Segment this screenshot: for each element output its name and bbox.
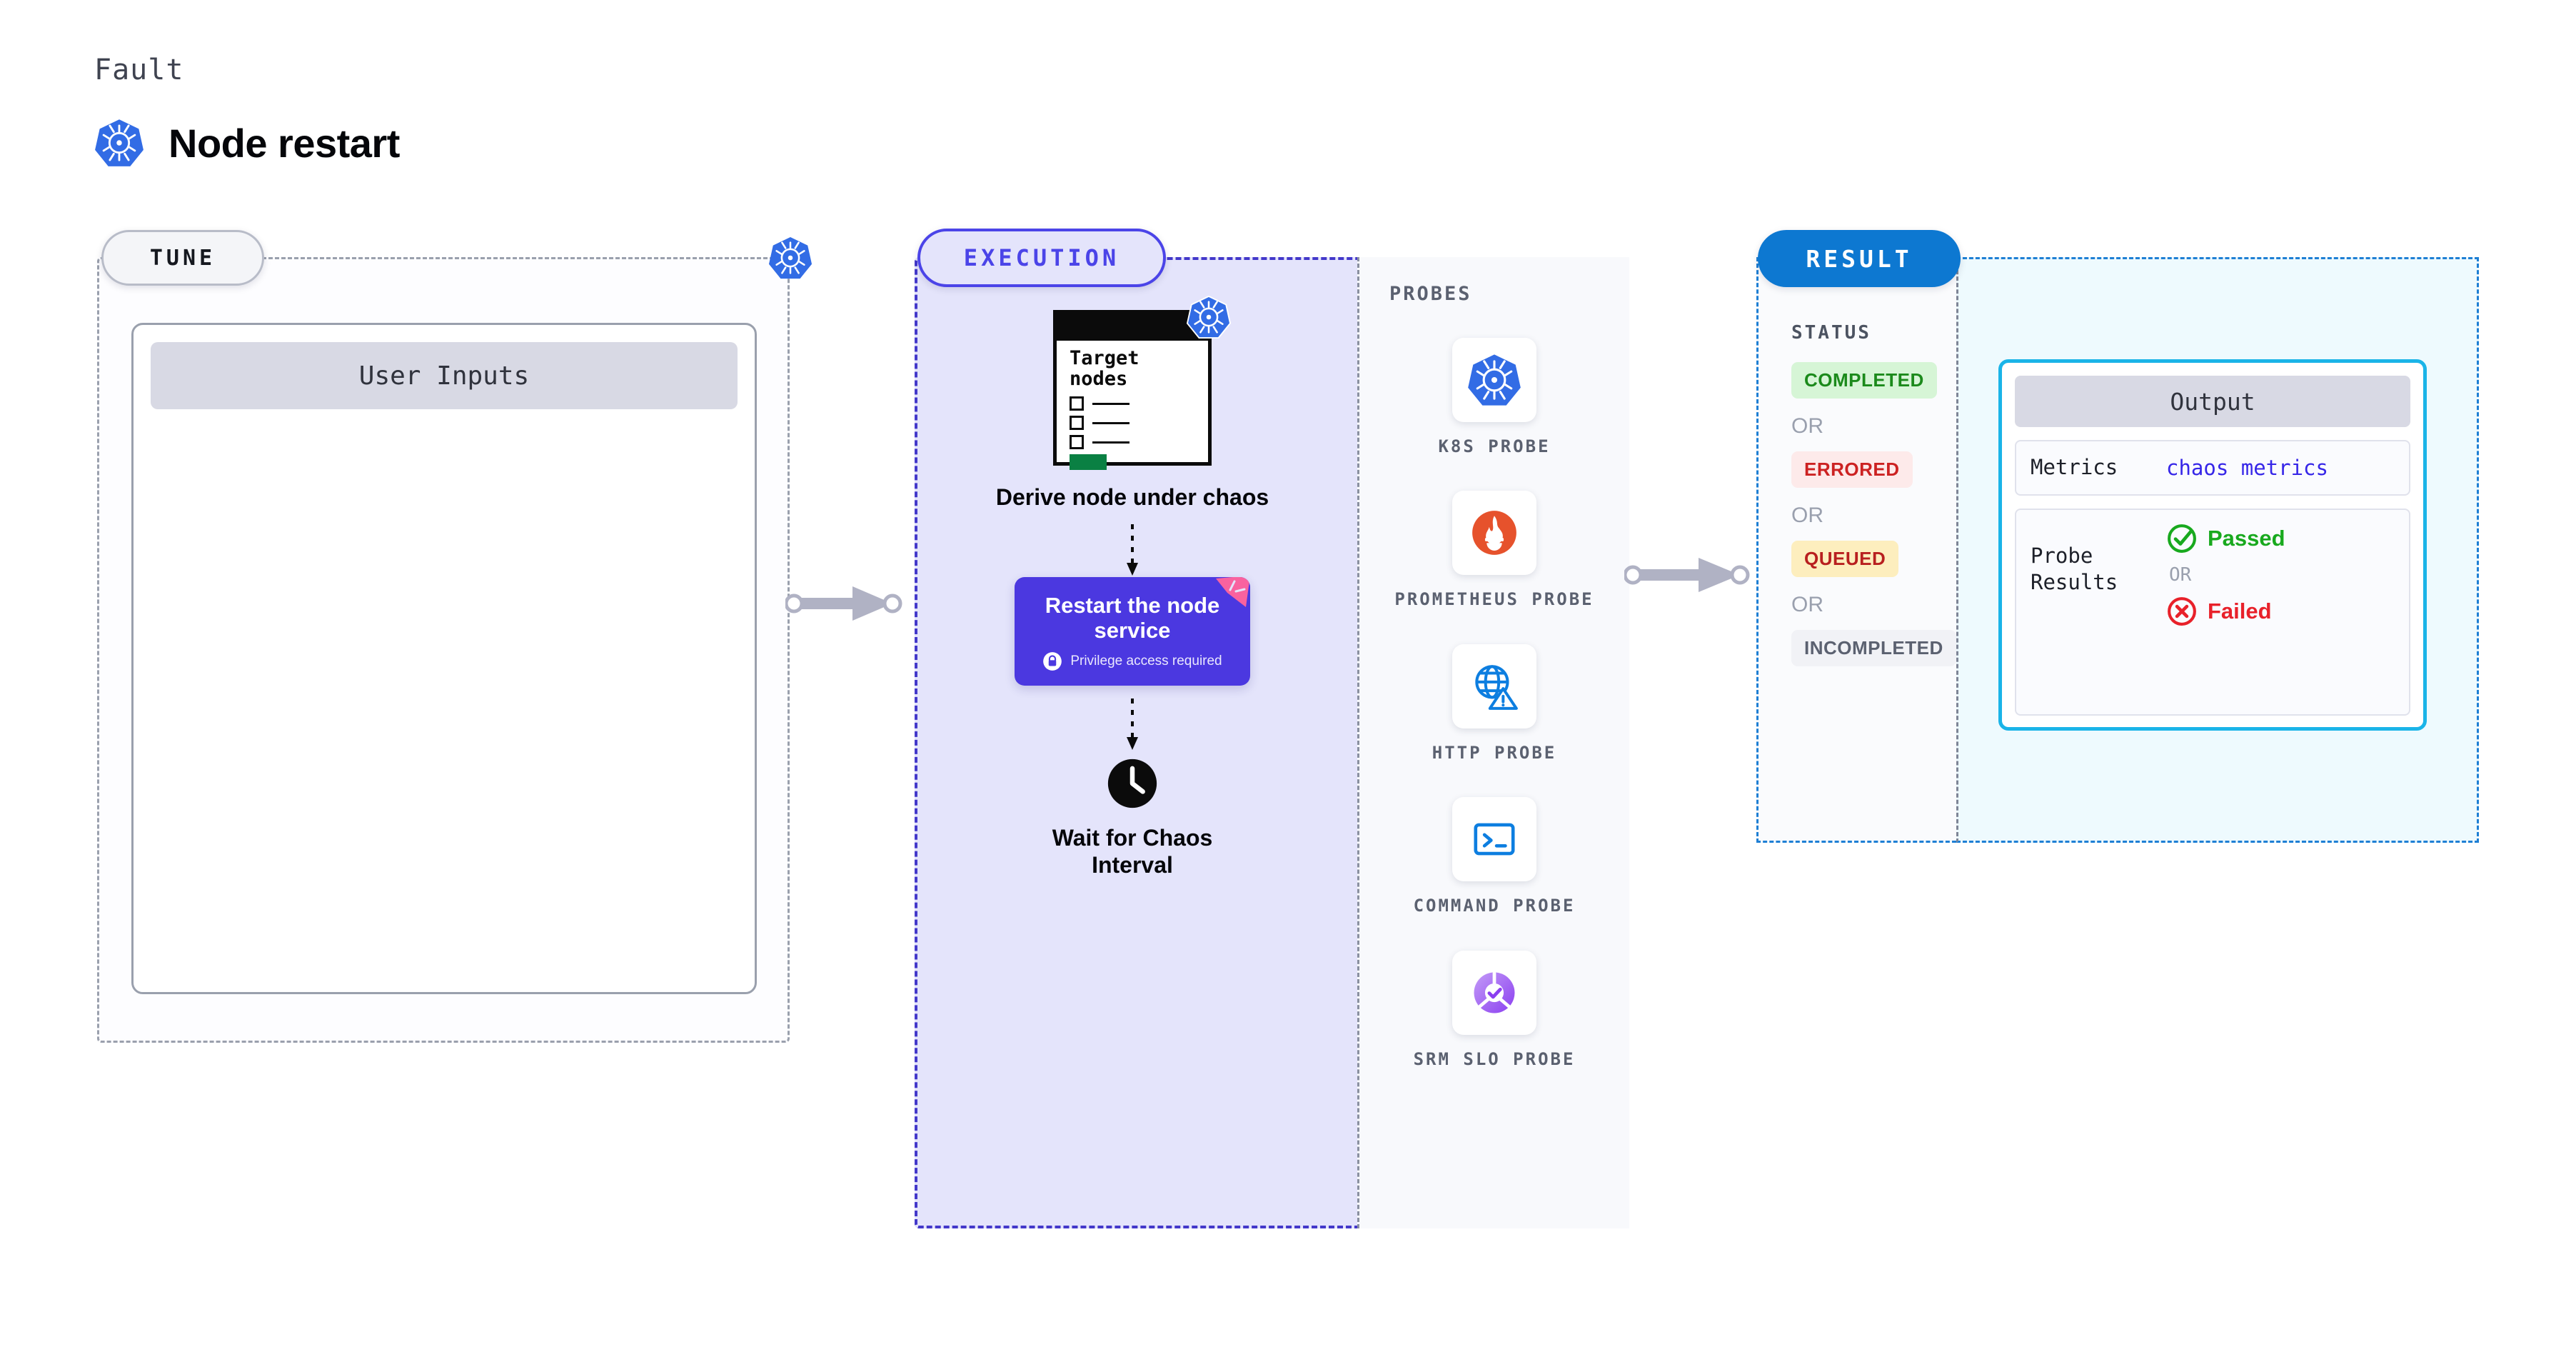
- status-badge-completed: COMPLETED: [1791, 362, 1937, 399]
- step-caption-derive: Derive node under chaos: [995, 484, 1269, 510]
- check-circle-icon: [2168, 524, 2196, 553]
- output-title: Output: [2015, 376, 2410, 427]
- flow-arrow-icon: [1127, 524, 1138, 576]
- prometheus-flame-icon: [1452, 491, 1536, 576]
- wait-step: Wait for Chaos Interval: [915, 756, 1350, 879]
- line-placeholder: [1092, 402, 1129, 405]
- result-panel: STATUS COMPLETED OR ERRORED OR QUEUED OR…: [1756, 230, 2479, 843]
- flow-arrow-icon: [1127, 698, 1138, 751]
- status-badge-errored: ERRORED: [1791, 451, 1913, 488]
- ribbon-icon: [1216, 576, 1250, 607]
- list-item: [1070, 435, 1208, 450]
- kubernetes-icon: [1186, 295, 1232, 343]
- connector-execution-to-result: [1624, 558, 1750, 592]
- action-title: Restart the node service: [1045, 592, 1220, 644]
- list-item: [1070, 416, 1208, 431]
- checkbox-icon: [1070, 435, 1084, 450]
- user-inputs-title: User Inputs: [151, 342, 738, 409]
- probe-label: K8S PROBE: [1438, 436, 1551, 456]
- or-separator: OR: [1791, 593, 1823, 616]
- line-placeholder: [1092, 421, 1129, 424]
- kubernetes-icon: [1452, 338, 1536, 422]
- fault-title-row: Node restart: [94, 118, 400, 168]
- or-separator: OR: [1791, 414, 1823, 438]
- line-placeholder: [1092, 441, 1129, 444]
- submit-button-glyph: [1070, 454, 1107, 471]
- clock-icon: [1107, 759, 1157, 808]
- kubernetes-icon: [768, 236, 812, 284]
- globe-warning-icon: [1452, 644, 1536, 728]
- target-nodes-title: Target nodes: [1070, 347, 1139, 391]
- probe-item-srm-slo[interactable]: SRM SLO PROBE: [1359, 950, 1629, 1071]
- probe-item-http[interactable]: HTTP PROBE: [1359, 644, 1629, 764]
- probe-label: PROMETHEUS PROBE: [1394, 589, 1594, 610]
- row-label: Metrics: [2031, 455, 2118, 479]
- page-title: Node restart: [168, 120, 400, 166]
- probes-title: PROBES: [1389, 283, 1472, 305]
- result-pill-label: RESULT: [1758, 230, 1961, 287]
- terminal-icon: [1452, 797, 1536, 882]
- target-nodes-card: Target nodes: [1053, 295, 1232, 471]
- status-badge-queued: QUEUED: [1791, 541, 1899, 577]
- probe-item-prometheus[interactable]: PROMETHEUS PROBE: [1359, 491, 1629, 611]
- kubernetes-icon: [94, 118, 144, 168]
- tune-pill-label: TUNE: [101, 230, 264, 286]
- probe-result-values: Passed OR Failed: [2166, 523, 2285, 627]
- checkbox-icon: [1070, 396, 1084, 411]
- list-item: [1070, 396, 1208, 411]
- or-separator: OR: [1791, 504, 1823, 527]
- probe-label: COMMAND PROBE: [1413, 896, 1576, 916]
- status-title: STATUS: [1791, 322, 1871, 344]
- x-circle-icon: [2168, 596, 2196, 626]
- slo-gauge-check-icon: [1452, 950, 1536, 1035]
- checkbox-list: [1070, 396, 1208, 450]
- checkbox-icon: [1070, 416, 1084, 431]
- passed-label: Passed: [2208, 525, 2285, 551]
- probe-item-command[interactable]: COMMAND PROBE: [1359, 797, 1629, 917]
- status-badge-incompleted: INCOMPLETED: [1791, 630, 1956, 666]
- user-inputs-card: User Inputs: [131, 323, 757, 994]
- card-titlebar: [1057, 314, 1208, 341]
- connector-tune-to-execution: [785, 586, 902, 621]
- step-caption-wait: Wait for Chaos Interval: [1052, 825, 1213, 878]
- probe-label: SRM SLO PROBE: [1413, 1048, 1576, 1069]
- row-value: chaos metrics: [2166, 455, 2328, 480]
- result-status-column: STATUS COMPLETED OR ERRORED OR QUEUED OR…: [1756, 257, 1956, 843]
- lock-icon: [1043, 652, 1062, 671]
- failed-label: Failed: [2208, 598, 2272, 624]
- execution-pill-label: EXECUTION: [917, 229, 1166, 287]
- execution-flow: Target nodes: [915, 295, 1350, 879]
- action-card-restart-node-service[interactable]: Restart the node service Privilege acces…: [1015, 576, 1250, 686]
- probe-result-failed: Failed: [2166, 596, 2285, 627]
- probe-label: HTTP PROBE: [1432, 742, 1557, 763]
- output-row-metrics: Metrics chaos metrics: [2015, 440, 2410, 496]
- fault-label: Fault: [94, 54, 184, 86]
- probe-item-k8s[interactable]: K8S PROBE: [1359, 338, 1629, 458]
- or-separator: OR: [2169, 564, 2192, 586]
- probe-result-passed: Passed: [2166, 523, 2285, 554]
- probes-column: PROBES K8S PROBE: [1357, 257, 1629, 1228]
- privilege-text: Privilege access required: [1070, 654, 1222, 669]
- tune-panel: TUNE User Inputs Node Details name and i…: [97, 230, 812, 1043]
- privilege-note: Privilege access required: [1027, 651, 1237, 671]
